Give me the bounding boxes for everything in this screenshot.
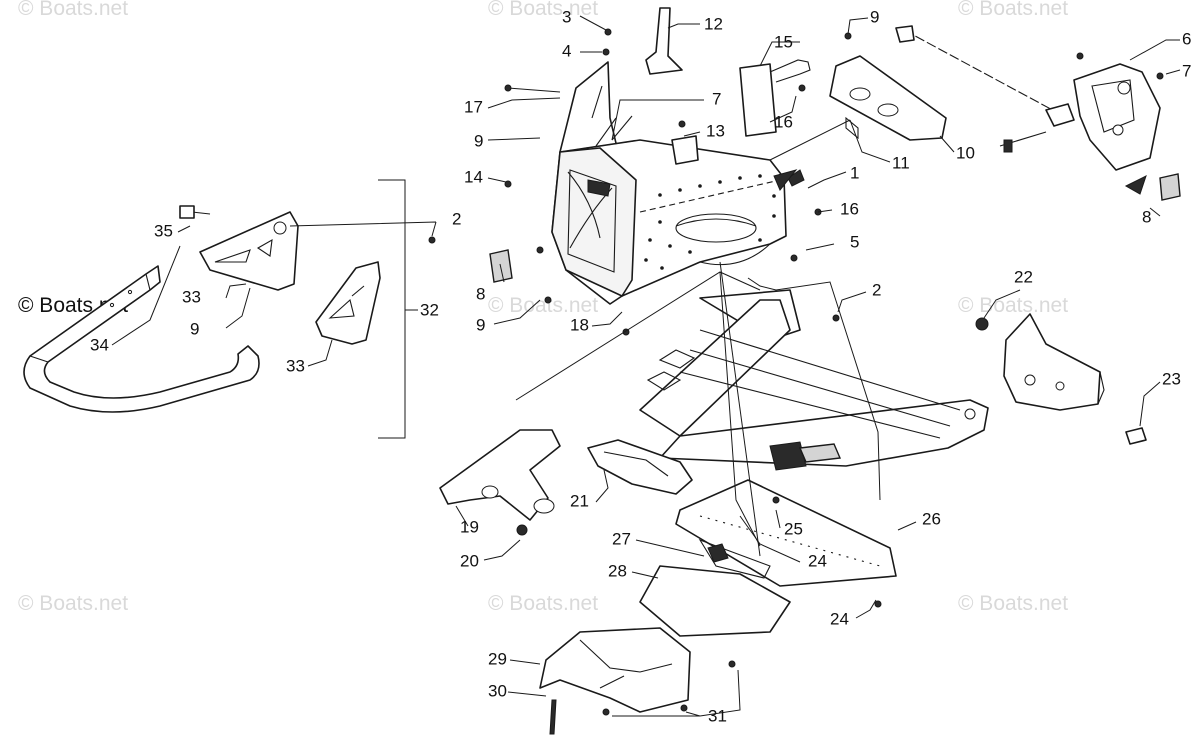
callout-34[interactable]: 34: [90, 335, 109, 354]
watermark: © Boats.net: [958, 294, 1068, 317]
lower-guard-drawing: [539, 627, 691, 735]
callout-2[interactable]: 2: [872, 280, 881, 299]
callout-11[interactable]: 11: [892, 153, 910, 172]
callout-18[interactable]: 18: [570, 315, 589, 334]
callout-16[interactable]: 16: [774, 112, 793, 131]
lower-frame-drawing: [639, 289, 989, 471]
callout-9[interactable]: 9: [190, 319, 199, 338]
callout-29[interactable]: 29: [488, 649, 507, 668]
callout-17[interactable]: 17: [464, 97, 483, 116]
watermark: © Boats.net: [488, 294, 598, 317]
callout-24[interactable]: 24: [808, 551, 827, 570]
callout-33[interactable]: 33: [286, 356, 305, 375]
skid-plate-drawing: [639, 479, 897, 637]
spindle-drawing: [439, 429, 561, 536]
callout-16[interactable]: 16: [840, 199, 859, 218]
watermark: © Boats.net: [488, 0, 598, 20]
callout-8[interactable]: 8: [1142, 207, 1151, 226]
callout-26[interactable]: 26: [922, 509, 941, 528]
callout-23[interactable]: 23: [1162, 369, 1181, 388]
watermarks: © Boats.net © Boats.net © Boats.net © Bo…: [18, 0, 1068, 615]
front-bumper-drawing: [23, 265, 260, 413]
watermark: © Boats.net: [18, 592, 128, 615]
callout-14[interactable]: 14: [464, 167, 483, 186]
callout-labels: 3 12 4 15 9 6 7 17 7 16 13 9 11 10 14 1 …: [90, 7, 1191, 725]
watermark: © Boats.net: [958, 592, 1068, 615]
callout-15[interactable]: 15: [774, 32, 793, 51]
callout-32[interactable]: 32: [420, 300, 439, 319]
small-parts-drawing: [489, 7, 1181, 445]
callout-13[interactable]: 13: [706, 121, 725, 140]
callout-22[interactable]: 22: [1014, 267, 1033, 286]
callout-28[interactable]: 28: [608, 561, 627, 580]
callout-7[interactable]: 7: [712, 89, 721, 108]
callout-19[interactable]: 19: [460, 517, 479, 536]
callout-35[interactable]: 35: [154, 221, 173, 240]
watermark: © Boats.net: [18, 0, 128, 20]
callout-1[interactable]: 1: [850, 163, 859, 182]
group-bracket-line: [378, 179, 418, 439]
callout-20[interactable]: 20: [460, 551, 479, 570]
bumper-bracket-drawing: [199, 211, 381, 345]
callout-24[interactable]: 24: [830, 609, 849, 628]
callout-2[interactable]: 2: [452, 209, 461, 228]
callout-25[interactable]: 25: [784, 519, 803, 538]
skid-bracket-drawing: [587, 439, 693, 495]
leader-lines: [111, 15, 1181, 717]
callout-4[interactable]: 4: [562, 41, 571, 60]
callout-7[interactable]: 7: [1182, 61, 1191, 80]
callout-9[interactable]: 9: [870, 7, 879, 26]
callout-12[interactable]: 12: [704, 14, 723, 33]
callout-5[interactable]: 5: [850, 232, 859, 251]
front-frame-drawing: [551, 61, 787, 305]
watermark: © Boats.net: [958, 0, 1068, 20]
callout-9[interactable]: 9: [476, 315, 485, 334]
callout-3[interactable]: 3: [562, 7, 571, 26]
callout-8[interactable]: 8: [476, 284, 485, 303]
callout-30[interactable]: 30: [488, 681, 507, 700]
callout-9[interactable]: 9: [474, 131, 483, 150]
callout-10[interactable]: 10: [956, 143, 975, 162]
watermark: © Boats.net: [488, 592, 598, 615]
callout-33[interactable]: 33: [182, 287, 201, 306]
callout-21[interactable]: 21: [570, 491, 589, 510]
fasteners-drawing: [179, 28, 1164, 716]
callout-6[interactable]: 6: [1182, 29, 1191, 48]
callout-31[interactable]: 31: [708, 706, 727, 725]
callout-27[interactable]: 27: [612, 529, 631, 548]
